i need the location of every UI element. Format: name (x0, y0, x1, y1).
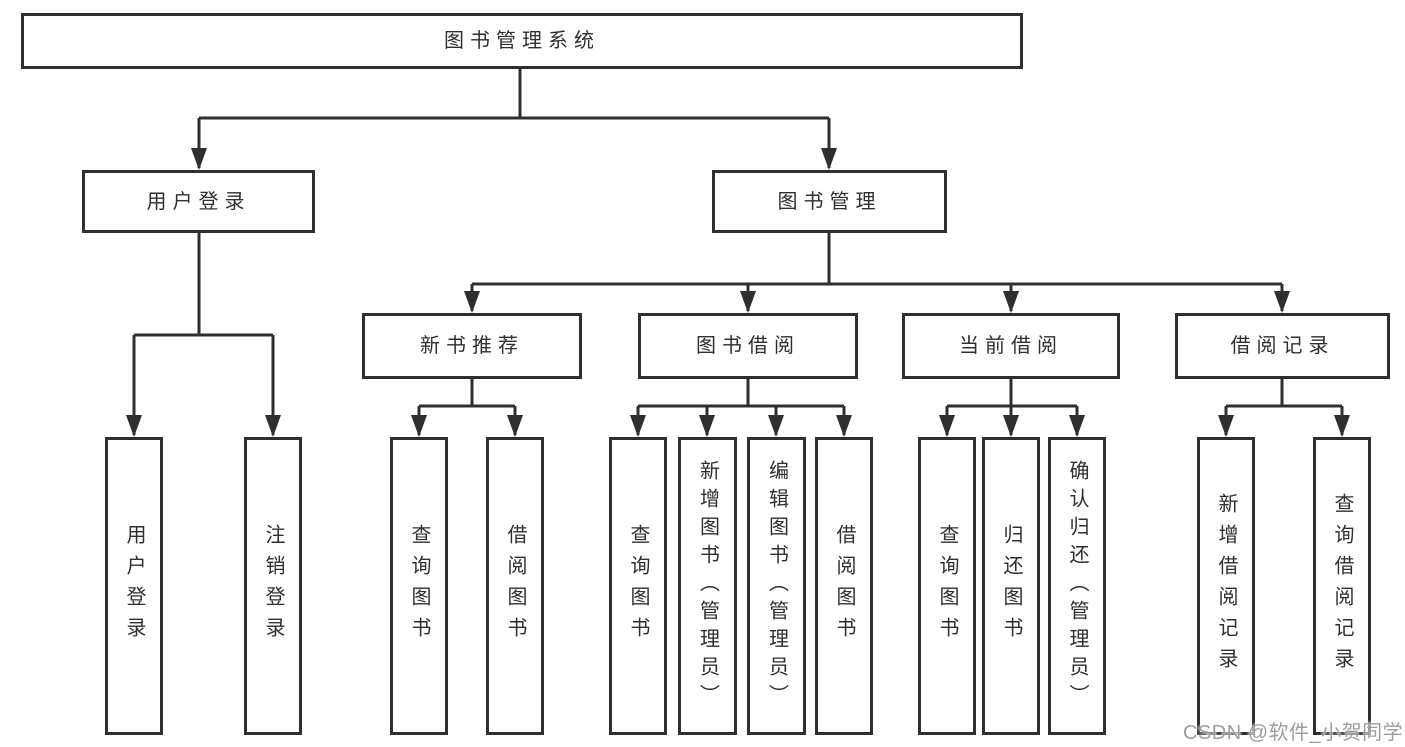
node-label: 借阅记录 (1230, 335, 1335, 357)
arrowhead (939, 415, 955, 437)
node-records-add-record: 新增借阅记录 (1197, 437, 1255, 735)
arrowhead (1003, 415, 1019, 437)
node-borrow-query-book: 查询图书 (609, 437, 667, 735)
edge-new-book-recommend-to-children (417, 379, 517, 435)
arrowhead (265, 415, 281, 437)
node-label: 当前借阅 (959, 335, 1063, 357)
node-current-borrowing: 当前借阅 (902, 313, 1120, 379)
node-recommend-borrow-book: 借阅图书 (486, 437, 544, 735)
node-label: 查询图书 (627, 524, 649, 648)
node-label: 用户登录 (146, 190, 251, 213)
arrowhead (464, 291, 480, 313)
watermark: CSDN @软件_小贺同学 (1183, 722, 1404, 744)
arrowhead (1069, 415, 1085, 437)
node-borrowing-records: 借阅记录 (1175, 313, 1390, 379)
edge-book-management-to-level3 (470, 233, 1284, 311)
node-borrow-edit-book-admin: 编辑图书（管理员） (747, 437, 806, 735)
node-current-return-book: 归还图书 (982, 437, 1040, 735)
node-label: 查询借阅记录 (1331, 493, 1353, 679)
node-logout: 注销登录 (244, 437, 302, 735)
node-label: 查询图书 (408, 524, 430, 648)
node-label: 图书管理系统 (444, 30, 600, 52)
arrowhead (1218, 415, 1234, 437)
edge-root-to-level2 (197, 69, 831, 168)
node-recommend-query-book: 查询图书 (390, 437, 448, 735)
node-new-book-recommend: 新书推荐 (362, 313, 582, 379)
arrowhead (411, 415, 427, 437)
edge-user-login-to-children (132, 233, 275, 435)
node-current-confirm-return-admin: 确认归还（管理员） (1048, 437, 1106, 735)
arrowhead (836, 415, 852, 437)
arrowhead (740, 291, 756, 313)
arrowhead (1003, 291, 1019, 313)
arrowhead (1334, 415, 1350, 437)
node-borrow-borrow-book: 借阅图书 (815, 437, 873, 735)
node-label: 图书管理 (777, 190, 882, 213)
arrowhead (821, 148, 837, 170)
arrowhead (699, 415, 715, 437)
arrowhead (768, 415, 784, 437)
node-label: 用户登录 (123, 524, 145, 648)
node-label: 编辑图书（管理员） (765, 460, 788, 712)
arrowheads (126, 148, 1350, 437)
node-label: 新书推荐 (420, 335, 524, 357)
node-label: 图书借阅 (696, 335, 800, 357)
arrowhead (191, 148, 207, 170)
arrowhead (507, 415, 523, 437)
node-label: 新增借阅记录 (1215, 493, 1237, 679)
node-current-query-book: 查询图书 (918, 437, 976, 735)
node-label: 查询图书 (936, 524, 958, 648)
node-library-system: 图书管理系统 (21, 13, 1023, 69)
node-label: 新增图书（管理员） (696, 460, 719, 712)
node-user-login-leaf: 用户登录 (105, 437, 163, 735)
node-records-query-record: 查询借阅记录 (1313, 437, 1371, 735)
node-label: 借阅图书 (504, 524, 526, 648)
node-label: 注销登录 (262, 524, 284, 648)
arrowhead (1274, 291, 1290, 313)
edge-book-borrowing-to-children (636, 379, 846, 435)
node-label: 借阅图书 (833, 524, 855, 648)
node-label: 确认归还（管理员） (1066, 460, 1088, 712)
node-label: 归还图书 (1000, 524, 1022, 648)
node-book-management: 图书管理 (712, 170, 947, 233)
arrowhead (126, 415, 142, 437)
node-borrow-add-book-admin: 新增图书（管理员） (678, 437, 737, 735)
node-book-borrowing: 图书借阅 (638, 313, 858, 379)
edge-borrowing-records-to-children (1224, 379, 1344, 435)
node-user-login: 用户登录 (82, 170, 315, 233)
arrowhead (630, 415, 646, 437)
